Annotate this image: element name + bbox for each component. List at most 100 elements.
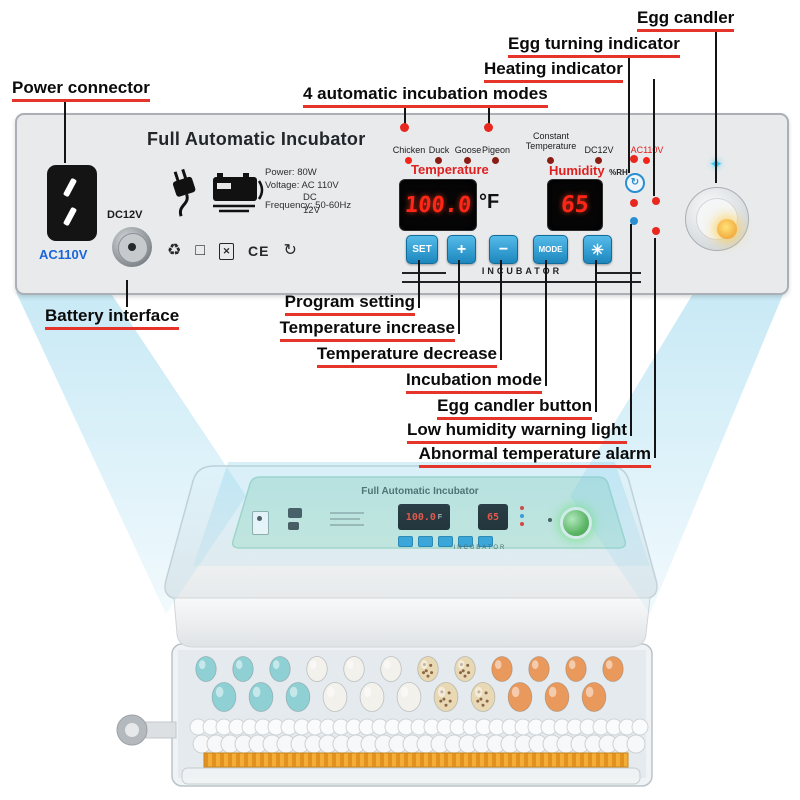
mode-dot-duck bbox=[435, 157, 442, 164]
abnormal-temperature-alarm-light bbox=[652, 227, 660, 235]
mini-button-row bbox=[398, 536, 493, 547]
egg-candler-lamp[interactable] bbox=[685, 187, 749, 251]
incubator-caption: INCUBATOR bbox=[481, 266, 563, 276]
socket-prong bbox=[62, 206, 78, 227]
egg-candler-button-control[interactable]: ✳ bbox=[583, 235, 612, 264]
mini-candler-dot bbox=[548, 518, 552, 522]
no-trash-icon: ✕ bbox=[219, 242, 235, 260]
control-panel: Full Automatic Incubator AC110V DC12V bbox=[15, 113, 789, 295]
mini-decrease-button[interactable] bbox=[438, 536, 453, 547]
callout-dot-modes-a bbox=[400, 123, 409, 132]
label-low-humidity-warning: Low humidity warning light bbox=[406, 420, 627, 444]
mini-candler-lamp[interactable] bbox=[560, 507, 592, 539]
square-icon: □ bbox=[195, 242, 206, 259]
battery-interface-connector bbox=[112, 227, 152, 267]
low-humidity-warning-light bbox=[630, 217, 638, 225]
mode-dot-pigeon bbox=[492, 157, 499, 164]
mini-incubator-caption: INCUBATOR bbox=[453, 545, 507, 551]
caption-line-left bbox=[402, 272, 446, 274]
humidity-value: 65 bbox=[560, 192, 590, 218]
mode-dc12v: DC12V bbox=[584, 145, 614, 155]
decrease-button[interactable]: − bbox=[489, 235, 518, 264]
heating-indicator-light bbox=[630, 199, 638, 207]
label-battery-interface: Battery interface bbox=[45, 306, 180, 330]
humidity-label-row: Humidity %RH bbox=[549, 162, 628, 180]
increase-button[interactable]: + bbox=[447, 235, 476, 264]
projection-beam-left bbox=[16, 292, 246, 614]
humidity-display: 65 bbox=[547, 179, 603, 231]
mini-humidity-value: 65 bbox=[486, 511, 500, 523]
callout-line-program-setting bbox=[418, 260, 420, 308]
mini-humidity-display: 65 bbox=[478, 504, 508, 530]
caption-line-right bbox=[597, 272, 641, 274]
bottom-tray bbox=[181, 767, 641, 785]
temperature-display: 100.0 bbox=[399, 179, 477, 231]
callout-line-battery-interface bbox=[126, 280, 128, 307]
label-incubation-mode: Incubation mode bbox=[406, 370, 542, 394]
mode-duck: Duck bbox=[428, 145, 450, 155]
mini-temperature-value: 100.0 bbox=[405, 511, 436, 523]
humidity-unit-label: %RH bbox=[609, 168, 628, 177]
callout-line-low-humidity bbox=[630, 224, 632, 436]
barrel-ring bbox=[118, 233, 148, 263]
callout-line-power-connector bbox=[64, 100, 66, 163]
callout-line-incubation-mode bbox=[545, 260, 547, 386]
mini-battery-icon bbox=[288, 508, 302, 518]
callout-line-modes-b bbox=[488, 105, 490, 124]
candler-bulb bbox=[717, 219, 737, 239]
power-indicator-light bbox=[630, 155, 638, 163]
mini-spec-line bbox=[330, 518, 360, 520]
mode-dot-goose bbox=[464, 157, 471, 164]
label-egg-candler-button: Egg candler button bbox=[437, 396, 592, 420]
mini-power-switch[interactable] bbox=[252, 511, 269, 535]
callout-line-heating bbox=[653, 79, 655, 196]
spec-power: Power: 80W bbox=[265, 167, 317, 178]
label-incubation-modes: 4 automatic incubation modes bbox=[303, 84, 548, 108]
label-temperature-decrease: Temperature decrease bbox=[316, 344, 497, 368]
ce-mark: CE bbox=[248, 243, 270, 259]
projection-beam-right bbox=[570, 292, 784, 614]
callout-line-egg-turning bbox=[628, 55, 630, 173]
recycle-arrows-icon: ↻ bbox=[283, 242, 297, 259]
egg-rollers bbox=[189, 718, 649, 754]
incubator-lid-skirt bbox=[173, 597, 651, 648]
set-button[interactable]: SET bbox=[406, 235, 438, 264]
caption-underline bbox=[402, 281, 641, 283]
spec-voltage: Voltage: AC 110V bbox=[265, 179, 339, 191]
mode-chicken: Chicken bbox=[392, 145, 426, 155]
mode-ac110v: AC110V bbox=[630, 145, 664, 155]
mini-mode-button[interactable] bbox=[458, 536, 473, 547]
mini-candler-button[interactable] bbox=[478, 536, 493, 547]
egg-turning-indicator-light: ↻ bbox=[625, 173, 645, 193]
temperature-value: 100.0 bbox=[403, 192, 473, 218]
spec-dc: DC 12V bbox=[303, 192, 320, 216]
battery-icon bbox=[213, 173, 264, 213]
mode-button[interactable]: MODE bbox=[533, 235, 568, 264]
label-egg-turning-indicator: Egg turning indicator bbox=[508, 34, 680, 58]
dc-voltage-label: DC12V bbox=[107, 209, 143, 221]
callout-line-abnormal-temperature bbox=[654, 238, 656, 458]
spec-list: Power: 80W Voltage: AC 110V DC 12V Frequ… bbox=[265, 167, 385, 216]
mode-dot-chicken bbox=[405, 157, 412, 164]
temperature-unit: °F bbox=[479, 191, 500, 213]
recycle-icon: ♻ bbox=[167, 242, 182, 259]
mini-indicator-light bbox=[520, 522, 524, 526]
barrel-hole bbox=[128, 243, 136, 251]
callout-line-temperature-decrease bbox=[500, 260, 502, 360]
egg-turning-knob bbox=[116, 714, 177, 746]
label-heating-indicator: Heating indicator bbox=[484, 59, 623, 83]
eggs bbox=[195, 656, 624, 712]
mini-set-button[interactable] bbox=[398, 536, 413, 547]
humidity-label: Humidity bbox=[549, 163, 605, 178]
mini-spec-line bbox=[330, 512, 364, 514]
power-connector-socket bbox=[47, 165, 97, 241]
ac-voltage-label: AC110V bbox=[39, 247, 88, 262]
heater-strip bbox=[203, 752, 629, 768]
mini-increase-button[interactable] bbox=[418, 536, 433, 547]
mini-plug-icon bbox=[288, 522, 299, 530]
callout-line-egg-candler bbox=[715, 30, 717, 183]
callout-line-egg-candler-button bbox=[595, 260, 597, 412]
mini-temperature-display: 100.0 F bbox=[398, 504, 450, 530]
